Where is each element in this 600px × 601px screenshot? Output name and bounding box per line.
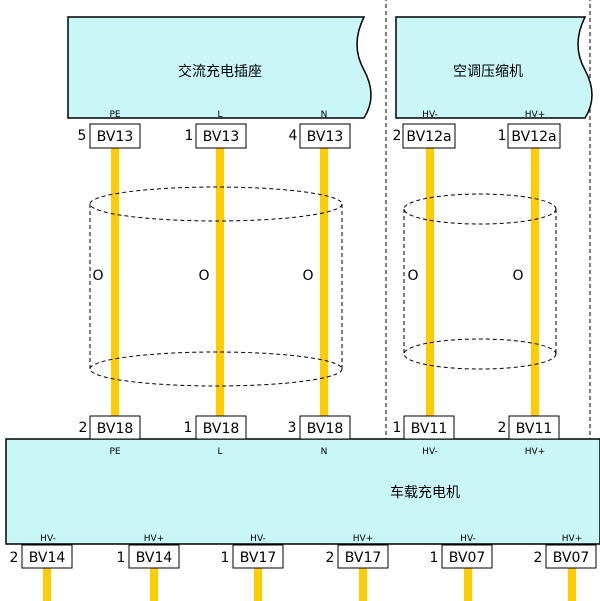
ac-compressor-module xyxy=(395,16,593,119)
pin-label: HV+ xyxy=(562,534,582,544)
pin-label: HV- xyxy=(460,534,476,544)
bottom-connector-2: HV+ 1 BV14 xyxy=(117,534,180,569)
wire-mark-2: O xyxy=(198,268,209,284)
pin-label: L xyxy=(217,447,222,457)
pin-label: HV+ xyxy=(144,534,164,544)
pin-label: N xyxy=(321,110,328,120)
ac-socket-module xyxy=(67,16,372,119)
wire-hv-plus xyxy=(531,148,539,416)
connector-num: 1 xyxy=(117,550,126,566)
mid-connector-3: 3 BV18 N xyxy=(288,415,351,457)
connector-num: 1 xyxy=(498,128,507,144)
connector-code: BV13 xyxy=(203,129,240,145)
pin-label: HV- xyxy=(422,110,438,120)
wire-stub-3 xyxy=(254,568,262,601)
connector-num: 3 xyxy=(288,420,297,436)
obc-title: 车载充电机 xyxy=(390,484,460,501)
connector-num: 5 xyxy=(78,128,87,144)
connector-num: 2 xyxy=(10,550,19,566)
connector-code: BV13 xyxy=(97,129,134,145)
connector-code: BV07 xyxy=(553,550,590,566)
bottom-connector-3: HV- 1 BV17 xyxy=(221,534,284,569)
wire-pe xyxy=(111,148,119,416)
wire-stub-6 xyxy=(568,568,576,601)
connector-code: BV11 xyxy=(411,421,448,437)
pin-label: HV+ xyxy=(525,447,545,457)
connector-code: BV07 xyxy=(449,550,486,566)
bottom-connector-6: HV+ 2 BV07 xyxy=(534,534,597,569)
connector-code: BV14 xyxy=(136,550,173,566)
connector-num: 1 xyxy=(184,420,193,436)
pin-label: HV- xyxy=(250,534,266,544)
connector-num: 2 xyxy=(79,420,88,436)
wire-stub-4 xyxy=(359,568,367,601)
shield-cylinder-left xyxy=(89,186,343,387)
connector-num: 2 xyxy=(498,420,507,436)
pin-label: PE xyxy=(109,110,120,120)
wire-hv-minus xyxy=(426,148,434,416)
pin-label: L xyxy=(217,110,222,120)
pin-label: N xyxy=(321,447,328,457)
connector-code: BV12a xyxy=(406,129,451,145)
mid-connector-5: 2 BV11 HV+ xyxy=(498,415,560,457)
top-connector-4: HV- 2 BV12a xyxy=(393,110,456,149)
wire-mark-5: O xyxy=(512,268,523,284)
top-connector-1: PE 5 BV13 xyxy=(78,110,141,149)
top-connector-3: N 4 BV13 xyxy=(289,110,351,149)
pin-label: PE xyxy=(109,447,120,457)
wire-mark-4: O xyxy=(407,268,418,284)
connector-code: BV11 xyxy=(516,421,553,437)
wire-stub-5 xyxy=(464,568,472,601)
connector-code: BV12a xyxy=(511,129,556,145)
connector-code: BV18 xyxy=(307,421,344,437)
pin-label: HV+ xyxy=(525,110,545,120)
wire-stub-2 xyxy=(150,568,158,601)
connector-code: BV14 xyxy=(29,550,66,566)
wire-mark-1: O xyxy=(92,268,103,284)
connector-code: BV13 xyxy=(307,129,344,145)
pin-label: HV- xyxy=(422,447,438,457)
connector-code: BV18 xyxy=(203,421,240,437)
connector-num: 1 xyxy=(221,550,230,566)
shield-cylinder-right xyxy=(403,193,557,370)
connector-num: 2 xyxy=(534,550,543,566)
ac-socket-title: 交流充电插座 xyxy=(178,63,262,80)
connector-code: BV17 xyxy=(345,550,382,566)
bottom-connector-1: HV- 2 BV14 xyxy=(10,534,73,569)
bottom-connector-5: HV- 1 BV07 xyxy=(430,534,493,569)
connector-num: 4 xyxy=(289,128,298,144)
top-connector-2: L 1 BV13 xyxy=(185,110,247,149)
wire-stub-1 xyxy=(43,568,51,601)
mid-connector-4: 1 BV11 HV- xyxy=(393,415,455,457)
ac-compressor-title: 空调压缩机 xyxy=(453,64,523,80)
connector-num: 2 xyxy=(393,128,402,144)
connector-num: 1 xyxy=(393,420,402,436)
obc-module xyxy=(5,438,600,545)
connector-code: BV17 xyxy=(240,550,277,566)
top-connector-5: HV+ 1 BV12a xyxy=(498,110,561,149)
wire-n xyxy=(320,148,328,416)
pin-label: HV+ xyxy=(353,534,373,544)
bottom-connector-4: HV+ 2 BV17 xyxy=(326,534,389,569)
connector-num: 1 xyxy=(185,128,194,144)
connector-num: 2 xyxy=(326,550,335,566)
wire-mark-3: O xyxy=(302,268,313,284)
wire-l xyxy=(216,148,224,416)
connector-code: BV18 xyxy=(97,421,134,437)
mid-connector-2: 1 BV18 L xyxy=(184,415,247,457)
connector-num: 1 xyxy=(430,550,439,566)
pin-label: HV- xyxy=(40,534,56,544)
mid-connector-1: 2 BV18 PE xyxy=(79,415,141,457)
